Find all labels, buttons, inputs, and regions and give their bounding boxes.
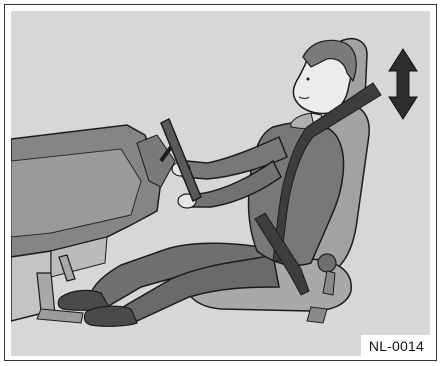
seat-posture-illustration <box>11 11 430 356</box>
double-vertical-arrow-icon <box>389 49 417 119</box>
figure-code-label: NL-0014 <box>361 335 430 356</box>
illustration-panel: NL-0014 <box>11 11 430 356</box>
illustration-frame: NL-0014 <box>4 4 437 361</box>
